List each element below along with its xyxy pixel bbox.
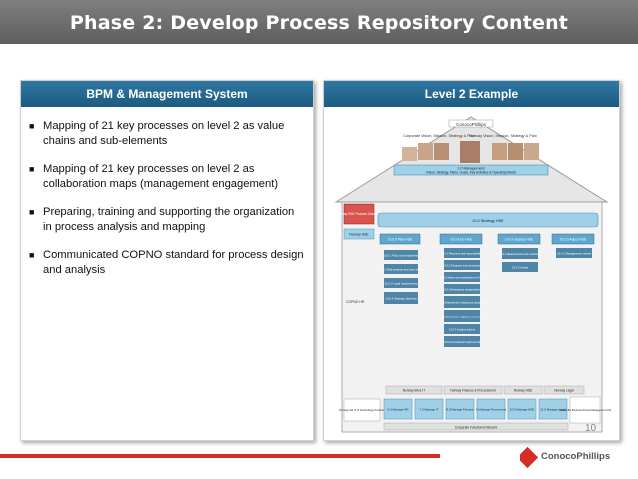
photo-icon — [418, 143, 433, 160]
support-groups: Norway BA & IT Norway Finance & Procurem… — [386, 386, 584, 394]
photo-icon — [524, 143, 539, 160]
vision-right-label: Norway Vision, Mission, Strategy & Plan — [469, 134, 537, 138]
footer-accent-line — [0, 454, 440, 458]
slide-title: Phase 2: Develop Process Repository Cont… — [0, 0, 638, 44]
vision-left-label: Corporate Vision, Mission, Strategy & Pl… — [403, 134, 475, 138]
process-label: 10.0.3 Legal requirements — [385, 282, 418, 286]
photo-icon — [402, 147, 417, 161]
executive-photos — [402, 141, 539, 163]
process-label: 10.0.4 Emergency preparedness — [443, 288, 481, 292]
logo-text: ConocoPhillips — [541, 451, 610, 462]
process-label: 10.0.1 Management review — [557, 252, 592, 256]
photo-icon — [434, 143, 449, 160]
bullet-icon: ■ — [29, 248, 34, 263]
column-head: 10.0.0 Adjust HSE — [560, 238, 588, 242]
column-head: 10.0.0 Plan HSE — [388, 238, 413, 242]
process-label: 10.0.4 Strategic planning — [386, 297, 417, 301]
process-label: 10.0.6 Implementation, mitigation & corr… — [437, 316, 489, 319]
group-label: Norway Legal — [554, 389, 574, 393]
bullet-item: ■ Communicated COPNO standard for process… — [29, 248, 305, 277]
bpm-im-label: Norway BU Business Process Management & … — [559, 409, 611, 412]
bullet-text: Mapping of 21 key processes on level 2 a… — [43, 120, 284, 147]
process-label: 10.0.3 Attain and expectations of HSE — [440, 276, 484, 280]
bullet-item: ■ Mapping of 21 key processes on level 2 … — [29, 119, 305, 148]
bullet-icon: ■ — [29, 205, 34, 220]
manage-label: 10.0 Manage HSE — [510, 408, 535, 412]
logo-mark-icon — [520, 447, 538, 468]
copno-label: COPNO HR — [346, 300, 365, 304]
photo-icon — [508, 143, 523, 160]
group-label: Norway HSE — [514, 389, 532, 393]
bpm-panel-header: BPM & Management System — [21, 81, 313, 107]
process-label: 10.0.2 Programs and procedures — [443, 264, 482, 268]
manage-label: 7.0 Manage IT — [419, 408, 439, 412]
group-label: Norway BA & IT — [403, 389, 426, 393]
strategy-label: 10.0 Strategy HSE — [472, 219, 504, 223]
process-label: 10.0.2 Audits — [512, 266, 529, 270]
bullet-icon: ■ — [29, 119, 34, 134]
bullet-text: Mapping of 21 key processes on level 2 a… — [43, 163, 278, 190]
technology-portfolio-label: Norway SA IT & Technology Portfolio — [339, 408, 385, 412]
process-label: 10.0.8 Occupational health and risk — [443, 341, 481, 344]
column-head: 10.0.0 Assess HSE — [505, 238, 534, 242]
process-label: 10.0.5 Measurement, training and compete… — [437, 302, 487, 305]
process-label: 10.0.1 Measurement and monitoring — [499, 252, 541, 256]
process-house-diagram: ConocoPhillips Corporate Vision, Mission… — [324, 107, 619, 440]
level2-panel-header: Level 2 Example — [324, 81, 619, 107]
manage-label: 8.0 Manage Finance — [446, 408, 474, 412]
process-label: 10.0.1 Policy and leadership — [383, 254, 419, 258]
process-owner-label: Norway HSE Process Owner 10 — [336, 212, 382, 216]
column-head: 10.0.0 Do HSE — [450, 238, 473, 242]
photo-icon — [460, 141, 480, 163]
process-label: 10.0.1 Resource and responsibilities — [441, 252, 484, 256]
page-number: 10 — [585, 423, 596, 434]
group-label: Norway Finance & Procurement — [450, 389, 495, 393]
column-assess: 10.0.0 Assess HSE 10.0.1 Measurement and… — [498, 234, 541, 272]
bullet-item: ■ Preparing, training and supporting the … — [29, 205, 305, 234]
roof-label: ConocoPhillips — [456, 122, 487, 127]
level2-panel: Level 2 Example ConocoPhillips Corporate… — [323, 80, 620, 441]
photo-icon — [492, 143, 507, 160]
bullet-list: ■ Mapping of 21 key processes on level 2 … — [21, 107, 313, 277]
management-sub: Vision, Strategy, Plans, Goals, Key Acti… — [426, 171, 516, 175]
bullet-text: Preparing, training and supporting the o… — [43, 206, 294, 233]
bullet-icon: ■ — [29, 162, 34, 177]
manage-label: 9.0 Manage Procurement — [476, 408, 507, 412]
functional-network-label: Corporate Functional Network — [455, 426, 498, 430]
bpm-panel: BPM & Management System ■ Mapping of 21 k… — [20, 80, 314, 441]
bullet-text: Communicated COPNO standard for process … — [43, 249, 304, 276]
bullet-item: ■ Mapping of 21 key processes on level 2 … — [29, 162, 305, 191]
process-label: 10.0.7 Incident actions — [449, 328, 476, 332]
manage-label: 6.0 Manage HR — [387, 408, 409, 412]
process-label: 10.0.2 Risk analysis and rqmt setting — [378, 268, 424, 272]
norway-hse-label: Norway HSE — [349, 233, 369, 237]
